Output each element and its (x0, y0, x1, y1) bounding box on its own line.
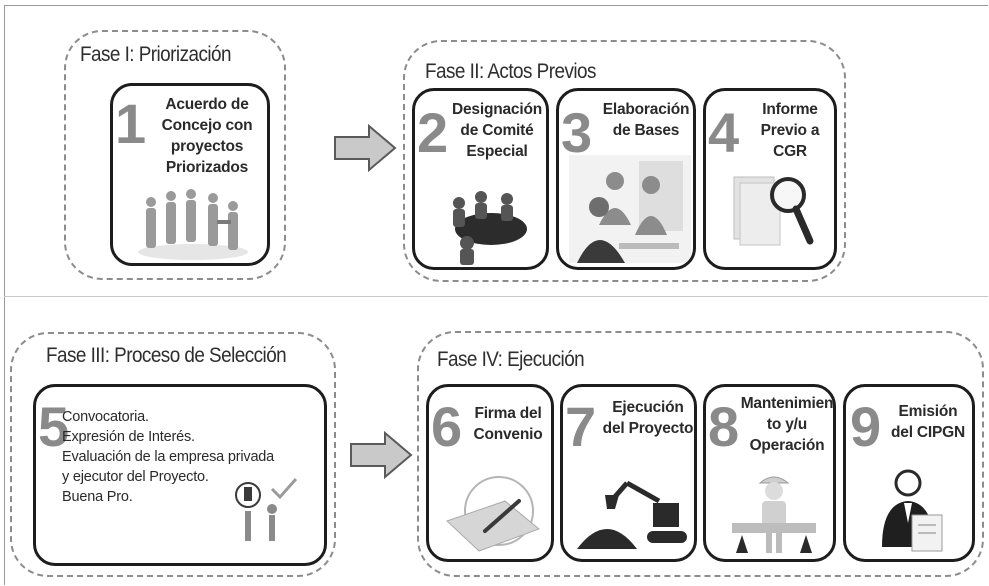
step-5-card: 5 Convocatoria. Expresión de Interés. Ev… (33, 384, 327, 566)
excavator-icon (577, 480, 687, 549)
signing-pen-icon (446, 476, 540, 552)
step-8-card: 8 Mantenimien to y/u Operación (703, 384, 836, 562)
step-7-card: 7 Ejecución del Proyecto (560, 384, 697, 562)
phase-1-title: Fase I: Priorización (80, 43, 232, 66)
step-2-label: Designación de Comité Especial (452, 101, 542, 160)
step-2-card: 2 Designación de Comité Especial (412, 88, 549, 270)
phase-4-title: Fase IV: Ejecución (437, 348, 585, 371)
step-4-number: 4 (708, 101, 740, 164)
frame-left-line (4, 5, 5, 585)
step-4-card: 4 Informe Previo a CGR (703, 88, 837, 270)
magnifier-document-icon (733, 176, 814, 246)
phase-1-to-2-arrow (334, 124, 397, 172)
step-1-number: 1 (115, 92, 147, 155)
step-9-number: 9 (850, 395, 882, 458)
frame-separator-line (4, 296, 988, 297)
step-6-card: 6 Firma del Convenio (426, 384, 554, 562)
office-team-photo-icon (569, 155, 691, 263)
businessman-certificate-icon (882, 469, 943, 552)
step-1-card: 1 Acuerdo de Concejo con proyectos Prior… (110, 83, 270, 266)
committee-table-icon (453, 191, 527, 265)
people-meeting-icon (138, 189, 248, 260)
step-7-label: Ejecución del Proyecto (602, 399, 694, 437)
frame-top-line (4, 5, 988, 6)
step-8-number: 8 (708, 395, 740, 458)
phase-3-title: Fase III: Proceso de Selección (46, 344, 287, 367)
step-9-card: 9 Emisión del CIPGN (843, 384, 975, 562)
phase-3-to-4-arrow (350, 431, 413, 479)
step-7-number: 7 (565, 395, 597, 458)
step-6-number: 6 (431, 395, 463, 458)
construction-worker-icon (732, 476, 816, 553)
step-5-number: 5 (38, 395, 70, 458)
step-8-label: Mantenimien to y/u Operación (740, 395, 834, 454)
step-5-activities: Convocatoria. Expresión de Interés. Eval… (62, 409, 275, 505)
phase-2-title: Fase II: Actos Previos (425, 60, 596, 83)
step-6-label: Firma del Convenio (473, 405, 543, 443)
step-2-number: 2 (417, 101, 449, 164)
step-3-card: 3 Elaboración de Bases (556, 88, 696, 270)
selection-checkmark-icon (235, 478, 298, 541)
step-1-label: Acuerdo de Concejo con proyectos Prioriz… (161, 96, 253, 176)
step-4-label: Informe Previo a CGR (760, 101, 820, 160)
step-9-label: Emisión del CIPGN (891, 403, 965, 441)
step-3-label: Elaboración de Bases (602, 101, 690, 139)
step-3-number: 3 (561, 101, 593, 164)
